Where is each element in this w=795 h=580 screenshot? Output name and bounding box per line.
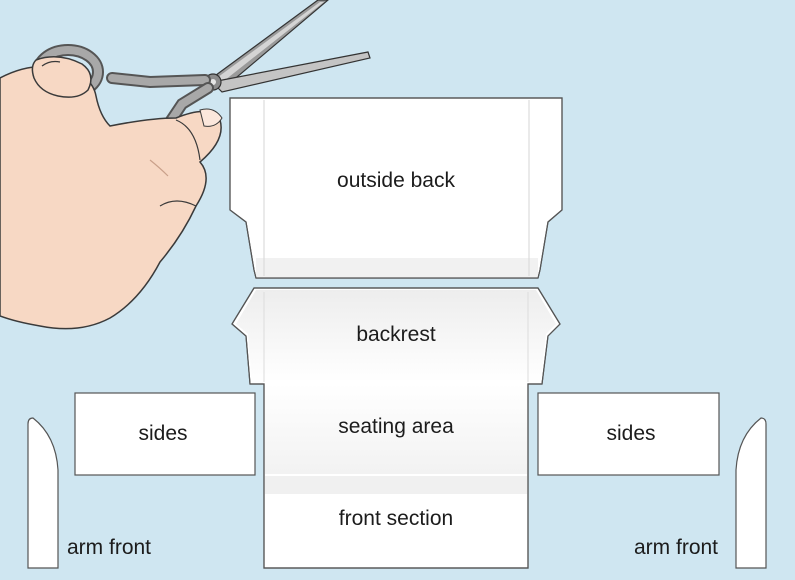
backrest-label: backrest xyxy=(356,323,436,346)
sides-right-label: sides xyxy=(606,422,656,445)
arm-front-left-piece xyxy=(27,417,59,569)
outside-back-piece xyxy=(229,97,563,279)
sides-left-label: sides xyxy=(138,422,188,445)
arm-front-right-label: arm front xyxy=(634,536,719,559)
arm-front-left-label: arm front xyxy=(67,536,152,559)
outside-back-label: outside back xyxy=(337,169,455,192)
front-section-label: front section xyxy=(338,507,454,530)
sides-left-piece xyxy=(74,392,256,476)
sides-right-piece xyxy=(537,392,720,476)
hand-icon xyxy=(0,56,223,330)
seating-area-label: seating area xyxy=(338,415,454,438)
arm-front-right-piece xyxy=(735,417,767,569)
backrest-seating-front-piece xyxy=(231,287,561,569)
